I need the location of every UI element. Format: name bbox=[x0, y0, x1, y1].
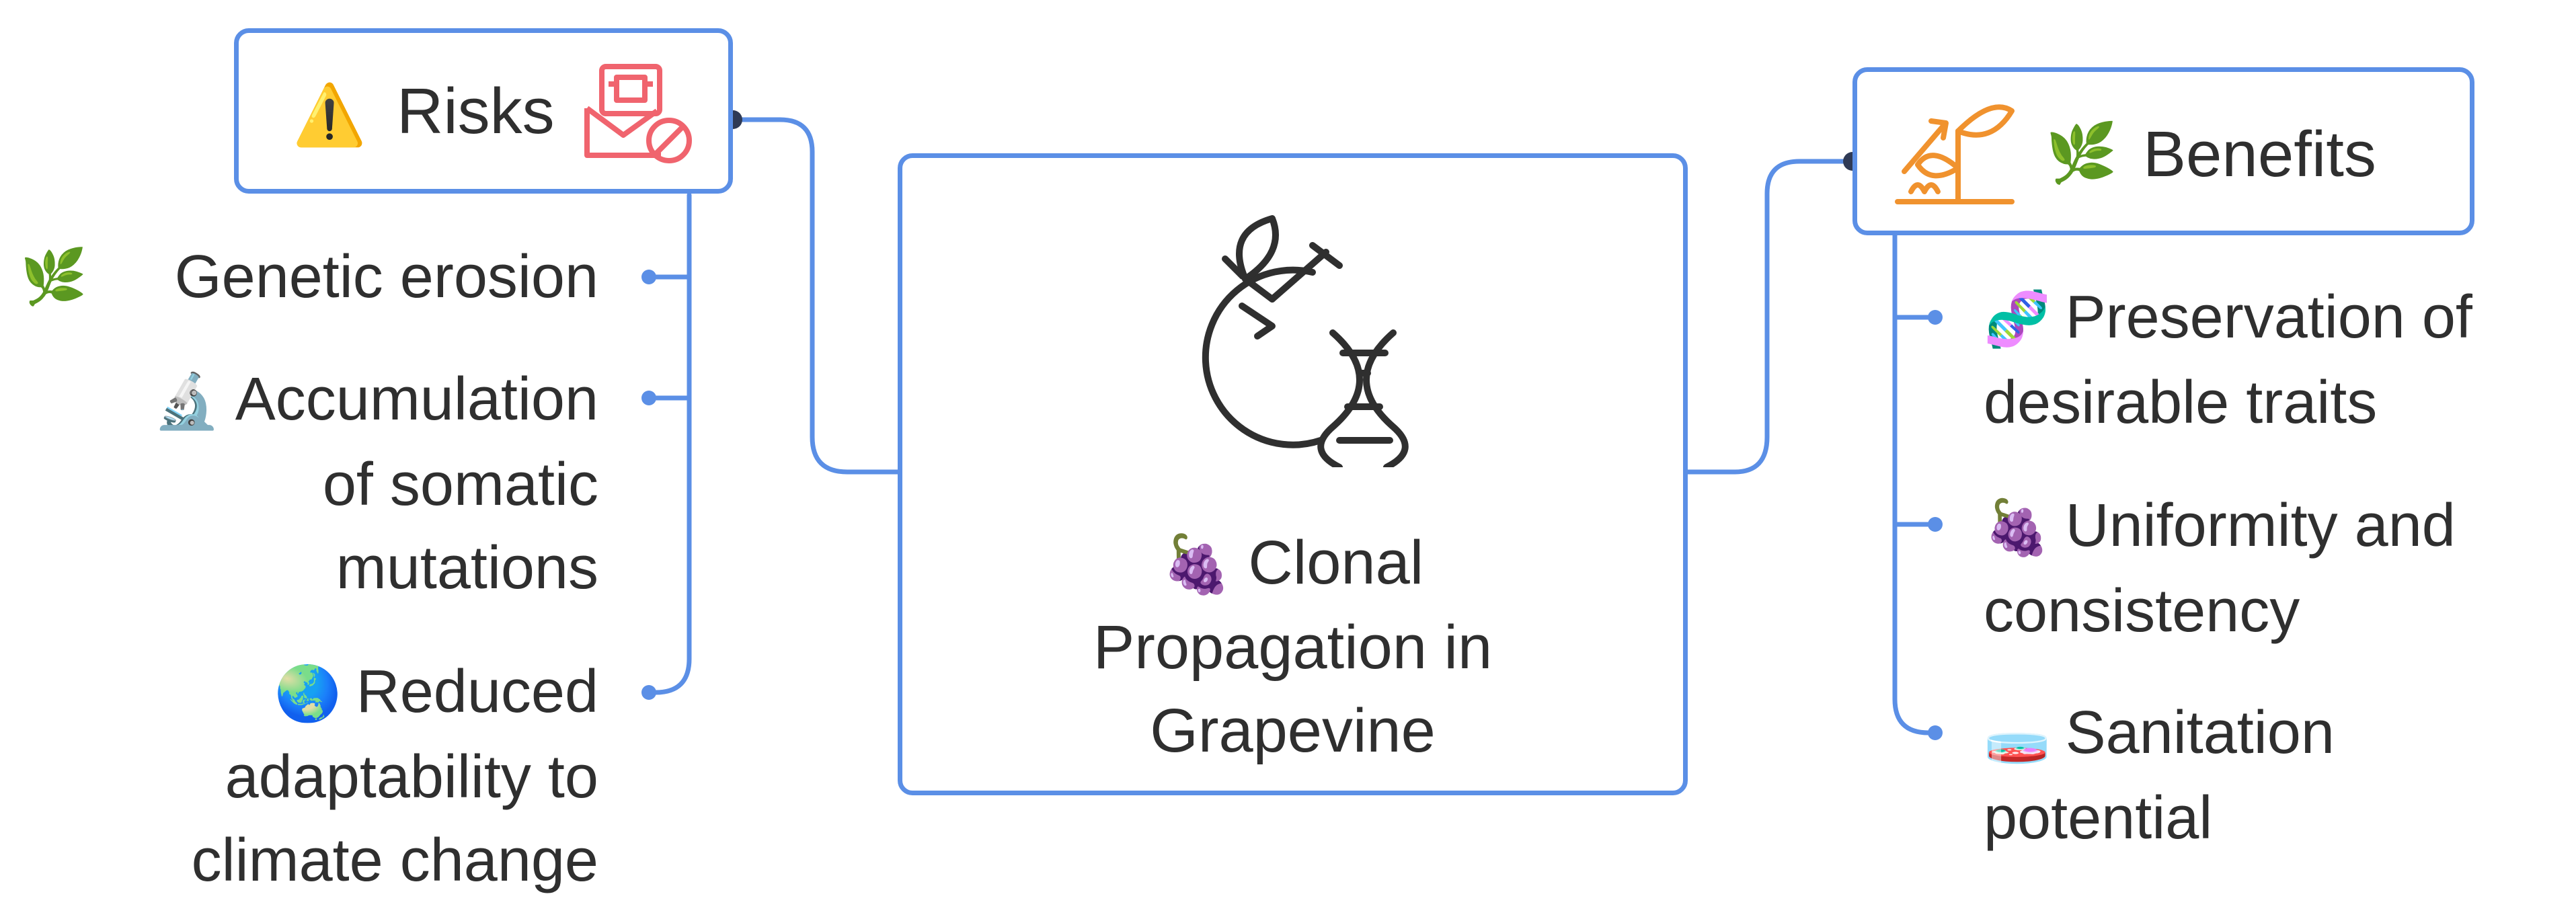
herb-icon: 🌿 bbox=[20, 245, 87, 308]
benefit-item: 🧫Sanitation potential bbox=[1984, 691, 2562, 860]
warning-icon: ⚠️ bbox=[292, 80, 366, 149]
petri-dish-icon: 🧫 bbox=[1984, 703, 2051, 766]
risk-item: 🌏Reduced adaptability to climate change bbox=[54, 650, 598, 902]
center-title: 🍇Clonal Propagation in Grapevine bbox=[902, 521, 1683, 772]
microscope-icon: 🔬 bbox=[153, 370, 221, 432]
center-node[interactable]: 🍇Clonal Propagation in Grapevine bbox=[898, 153, 1688, 795]
benefits-title: Benefits bbox=[2143, 118, 2376, 190]
benefit-item: 🍇Uniformity and consistency bbox=[1984, 484, 2562, 653]
blocked-mail-icon bbox=[584, 64, 692, 163]
risk-item: 🔬Accumulation of somatic mutations bbox=[54, 358, 598, 610]
plant-growth-icon bbox=[1895, 104, 2015, 204]
dna-icon: 🧬 bbox=[1984, 288, 2051, 350]
herb-icon: 🌿 bbox=[2045, 120, 2118, 187]
globe-icon: 🌏 bbox=[274, 662, 342, 725]
cycle-dna-leaf-icon bbox=[1202, 215, 1409, 467]
risks-title: Risks bbox=[397, 75, 555, 147]
risk-item: 🌿 Genetic erosion bbox=[20, 235, 598, 319]
benefit-item: 🧬Preservation of desirable traits bbox=[1984, 276, 2562, 444]
grapes-icon: 🍇 bbox=[1984, 496, 2051, 559]
benefits-node[interactable]: 🌿 Benefits bbox=[1852, 67, 2474, 235]
grapes-icon: 🍇 bbox=[1161, 531, 1233, 597]
risks-node[interactable]: ⚠️ Risks bbox=[234, 28, 733, 194]
